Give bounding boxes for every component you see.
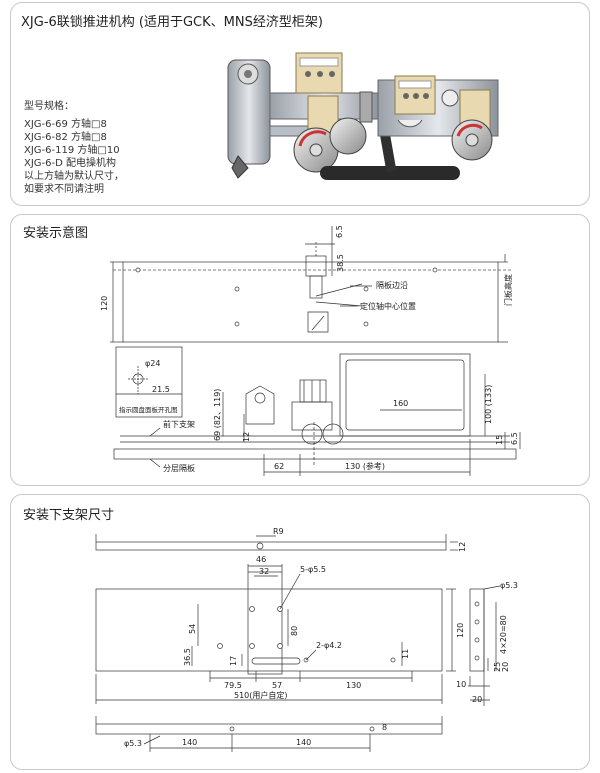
spec-line: XJG-6-119 方轴□10 bbox=[24, 145, 120, 156]
bracket-diagram bbox=[95, 534, 501, 752]
spec-line: XJG-6-D 配电操机构 bbox=[24, 158, 117, 169]
knob-circle-2 bbox=[322, 423, 344, 445]
panel-hole-box bbox=[115, 346, 183, 418]
product-title: XJG-6联锁推进机构 (适用于GCK、MNS经济型柜架) bbox=[21, 15, 323, 30]
door-panel bbox=[122, 261, 499, 343]
bracket-holes bbox=[217, 606, 396, 663]
left-mechanism bbox=[227, 52, 381, 179]
spec-heading: 型号规格： bbox=[24, 101, 74, 112]
side-bracket bbox=[245, 385, 275, 425]
install-title: 安装示意图 bbox=[23, 226, 89, 241]
bracket-bottom-view bbox=[95, 723, 443, 735]
bracket-top-view bbox=[95, 541, 447, 551]
layer-partition bbox=[113, 448, 517, 460]
knob-circle-1 bbox=[301, 423, 323, 445]
lock-block bbox=[305, 255, 327, 277]
door-holes bbox=[135, 267, 438, 327]
window-frame bbox=[339, 353, 471, 437]
spec-line: XJG-6-69 方轴□8 bbox=[24, 119, 107, 130]
spec-line: XJG-6-82 方轴□8 bbox=[24, 132, 107, 143]
bracket-title: 安装下支架尺寸 bbox=[23, 508, 115, 523]
install-panel: 安装示意图 bbox=[10, 214, 590, 486]
spec-line: 以上方轴为默认尺寸， bbox=[24, 171, 124, 182]
product-photo bbox=[227, 52, 499, 180]
spec-line: 如要求不同请注明 bbox=[24, 184, 104, 195]
bracket-plan-view bbox=[95, 588, 443, 672]
install-diagram bbox=[110, 226, 521, 476]
right-mechanism bbox=[377, 75, 499, 161]
